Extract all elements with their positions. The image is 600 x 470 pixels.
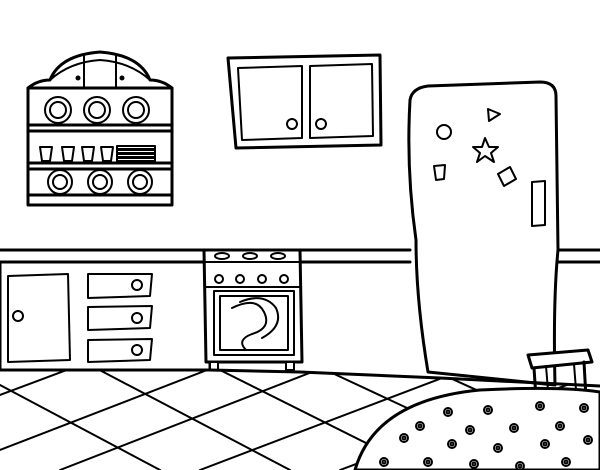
fridge-magnets <box>433 108 517 187</box>
tablecloth-flower <box>379 457 389 467</box>
dish-shelf <box>26 50 174 207</box>
tablecloth-flower <box>415 421 425 431</box>
cabinet-door <box>7 273 71 363</box>
tablecloth-flower <box>555 421 565 431</box>
tablecloth-flower <box>540 439 550 449</box>
oven-door <box>213 290 295 356</box>
tablecloth-flower <box>579 403 589 413</box>
refrigerator <box>407 80 560 387</box>
tablecloth-flower <box>535 401 545 411</box>
tablecloth-flower <box>469 459 479 469</box>
plates-bottom <box>47 169 153 195</box>
tablecloth-flower <box>443 407 453 417</box>
plate-stack <box>116 145 156 162</box>
plates-top <box>44 96 150 124</box>
tablecloth-flower <box>447 439 457 449</box>
wall-cabinet <box>226 53 383 150</box>
burners <box>214 252 286 260</box>
tablecloth-flower <box>483 405 493 415</box>
tablecloth-flower <box>583 435 593 445</box>
tablecloth-flower <box>465 425 475 435</box>
tablecloth-flower <box>515 461 525 470</box>
tablecloth-flowers <box>379 401 593 470</box>
stove <box>202 248 304 371</box>
stove-knobs <box>214 274 289 284</box>
tablecloth-flower <box>493 443 503 453</box>
tablecloth-flower <box>423 457 433 467</box>
drawers <box>87 273 153 363</box>
cups <box>39 145 156 162</box>
tablecloth-flower <box>561 457 571 467</box>
lower-cabinet <box>0 260 212 372</box>
tablecloth-flower <box>399 433 409 443</box>
round-table <box>353 386 600 470</box>
tablecloth-flower <box>509 423 519 433</box>
